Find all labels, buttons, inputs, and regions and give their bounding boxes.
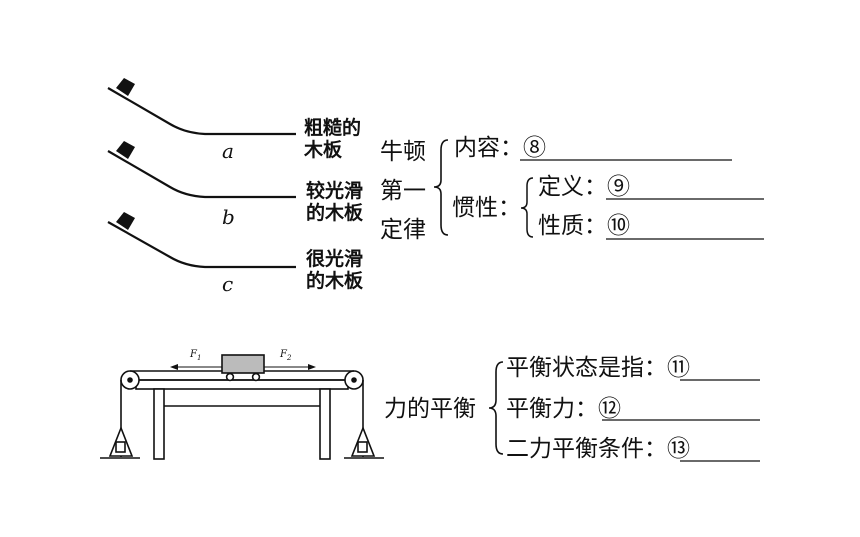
ramp-label-b: 较光滑 的木板: [306, 180, 364, 224]
definition-label: 定义：: [538, 174, 607, 200]
ramp-label-c: 很光滑 的木板: [306, 248, 364, 292]
balance-item-3: 二力平衡条件：⑬: [506, 436, 690, 462]
definition-row: 定义：⑨: [538, 174, 630, 200]
newton-brace: [433, 139, 449, 236]
item3-label: 二力平衡条件：: [506, 436, 667, 462]
blank-10: ⑩: [607, 213, 630, 239]
item1-label: 平衡状态是指：: [506, 355, 667, 381]
newton-title: 牛顿 第一 定律: [380, 139, 426, 243]
blank-8: ⑧: [523, 135, 546, 161]
inertia-label: 惯性：: [452, 195, 521, 221]
ramp-letter-b: b: [222, 205, 235, 229]
balance-item-1: 平衡状态是指：⑪: [506, 355, 690, 381]
ramp-label-a: 粗糙的 木板: [304, 117, 362, 161]
item2-label: 平衡力：: [506, 396, 598, 422]
ramp-letter-a: a: [222, 139, 234, 163]
property-label: 性质：: [538, 213, 607, 239]
force-label-f2: F2: [280, 349, 292, 362]
ramp-a: [107, 78, 296, 136]
blank-11: ⑪: [667, 355, 690, 381]
property-row: 性质：⑩: [538, 213, 630, 239]
force-label-f1: F1: [190, 349, 202, 362]
content-row: 内容：⑧: [454, 135, 546, 161]
content-label: 内容：: [454, 135, 523, 161]
blank-13: ⑬: [667, 436, 690, 462]
ramp-c: [107, 212, 296, 269]
balance-brace: [488, 361, 504, 455]
ramp-b: [107, 141, 296, 199]
inertia-brace: [520, 177, 534, 238]
balance-item-2: 平衡力：⑫: [506, 396, 621, 422]
blank-9: ⑨: [607, 174, 630, 200]
blank-12: ⑫: [598, 396, 621, 422]
balance-apparatus: [100, 354, 384, 460]
balance-title: 力的平衡: [384, 396, 476, 422]
ramp-letter-c: c: [222, 272, 234, 296]
